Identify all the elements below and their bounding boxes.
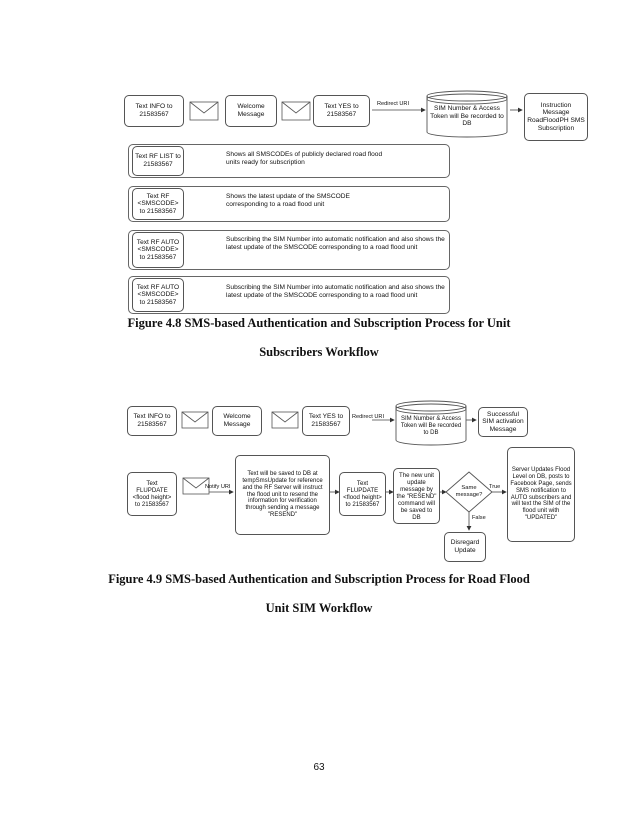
text-info-box-2: Text INFO to 21583567	[127, 406, 177, 436]
database-cylinder-49	[395, 400, 467, 446]
figure-4-8-caption-2: Subscribers Workflow	[259, 345, 379, 359]
rf-auto-box-2: Text RF AUTO <SMSCODE> to 21583567	[132, 278, 184, 312]
envelope-icon	[271, 411, 299, 429]
flupdate-box-2: Text FLUPDATE <flood height> to 21583567	[339, 472, 386, 516]
welcome-message-box-2: Welcome Message	[212, 406, 262, 436]
envelope-icon	[189, 101, 219, 121]
page-number: 63	[313, 762, 325, 773]
instruction-message-box: Instruction Message RoadFloodPH SMS Subs…	[524, 93, 588, 141]
saved-to-db-box: Text will be saved to DB at tempSmsUpdat…	[235, 455, 330, 535]
db-label: SIM Number & Access Token will Be record…	[430, 105, 504, 128]
figure-4-9-caption: Figure 4.9 SMS-based Authentication and …	[108, 572, 530, 586]
rf-auto-description-2: Subscribing the SIM Number into automati…	[226, 284, 445, 299]
text-info-box: Text INFO to 21583567	[124, 95, 184, 127]
welcome-message-box: Welcome Message	[225, 95, 277, 127]
successful-activation-box: Successful SIM activation Message	[478, 407, 528, 437]
redirect-uri-label: Redirect URI	[377, 101, 410, 107]
envelope-icon	[182, 477, 210, 495]
false-label: False	[472, 515, 486, 521]
figure-4-8-caption: Figure 4.8 SMS-based Authentication and …	[127, 316, 511, 330]
envelope-icon	[281, 101, 311, 121]
db-label-2: SIM Number & Access Token will Be record…	[400, 416, 462, 436]
rf-auto-box: Text RF AUTO <SMSCODE> to 21583567	[132, 232, 184, 268]
figure-4-9-caption-2: Unit SIM Workflow	[265, 601, 373, 615]
text-yes-box-2: Text YES to 21583567	[302, 406, 350, 436]
flupdate-box: Text FLUPDATE <flood height> to 21583567	[127, 472, 177, 516]
server-updates-box: Server Updates Flood Level on DB, posts …	[507, 447, 575, 542]
rf-auto-description: Subscribing the SIM Number into automati…	[226, 236, 445, 251]
decision-diamond	[445, 471, 493, 513]
rf-smscode-box: Text RF <SMSCODE> to 21583567	[132, 188, 184, 220]
notify-uri-label: Notify URI	[205, 484, 231, 490]
decision-label: Same message?	[455, 485, 483, 498]
rf-smscode-description: Shows the latest update of the SMSCODE c…	[226, 193, 350, 208]
new-unit-update-box: The new unit update message by the "RESE…	[393, 468, 440, 524]
true-label: True	[489, 484, 501, 490]
rf-list-description: Shows all SMSCODEs of publicly declared …	[226, 151, 383, 166]
disregard-update-box: Disregard Update	[444, 532, 486, 562]
redirect-uri-label-2: Redirect URI	[352, 414, 385, 420]
database-cylinder-48	[426, 90, 508, 138]
rf-list-box: Text RF LIST to 21583567	[132, 146, 184, 176]
text-yes-box: Text YES to 21583567	[313, 95, 370, 127]
envelope-icon	[181, 411, 209, 429]
